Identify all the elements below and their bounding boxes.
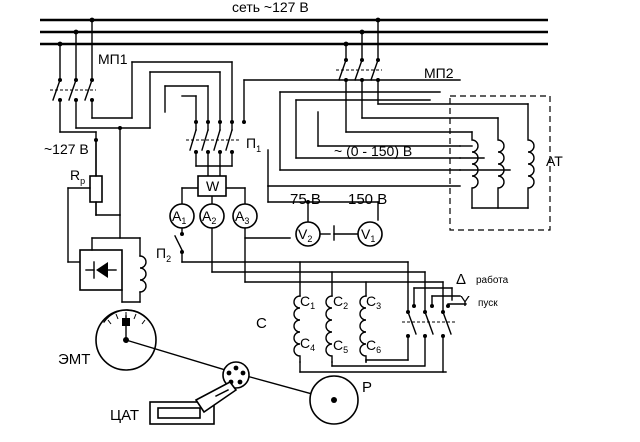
wattmeter-label: W xyxy=(206,178,220,194)
r-label: Р xyxy=(362,379,372,396)
rheostat-rp xyxy=(67,139,103,263)
coil-c2-c5 xyxy=(325,295,333,363)
voltmeter-v2-label: V2 xyxy=(298,226,312,244)
p1-output-wires xyxy=(181,151,246,205)
ammeter-a3-label: A3 xyxy=(235,208,249,226)
autotransformer-box xyxy=(449,95,551,231)
emt-gauge xyxy=(95,309,335,401)
coil-c3-label: C3 xyxy=(366,293,381,311)
emt-label: ЭМТ xyxy=(58,351,90,368)
voltmeter-v1-label: V1 xyxy=(361,226,375,244)
coil-c1-label: C1 xyxy=(300,293,315,311)
wattmeter xyxy=(197,175,227,197)
mp2-label: МП2 xyxy=(424,65,454,81)
delta-label: Δ xyxy=(456,271,466,288)
mp1-switch xyxy=(50,17,96,102)
v127-label: ~127 В xyxy=(44,141,89,157)
autotransformer-coils xyxy=(459,103,535,209)
coil-c6-label: C6 xyxy=(366,337,381,355)
ammeter-a2: A2 xyxy=(199,203,225,229)
star-delta-switch xyxy=(402,261,467,373)
mains-bus xyxy=(40,18,548,46)
c-label: С xyxy=(256,315,267,332)
ammeter-a1-label: A1 xyxy=(172,208,186,226)
ammeter-a2-label: A2 xyxy=(202,208,216,226)
p2-label: П2 xyxy=(156,245,171,264)
winding-frame xyxy=(299,261,447,373)
ammeter-a3: A3 xyxy=(232,203,258,229)
coil-c3-c6 xyxy=(359,295,367,363)
rp-label: Rр xyxy=(70,167,85,186)
rectifier-block xyxy=(79,214,147,303)
coil-c5-label: C5 xyxy=(333,337,348,355)
at-output-wires xyxy=(243,79,461,187)
p2-switch xyxy=(174,227,444,283)
mains-label: сеть ~127 В xyxy=(232,0,309,15)
coil-c2-label: C2 xyxy=(333,293,348,311)
mp1-label: МП1 xyxy=(98,51,128,67)
star-mode-label: пуск xyxy=(478,298,498,309)
v150-label: 150 В xyxy=(348,191,387,208)
p1-label: П1 xyxy=(246,135,261,154)
voltmeter-v2: V2 xyxy=(295,221,321,247)
p1-switch xyxy=(186,120,246,154)
delta-mode-label: работа xyxy=(476,274,509,286)
range-label: ~ (0 - 150) В xyxy=(334,143,412,159)
cat-gauge xyxy=(149,380,238,425)
voltmeter-wires xyxy=(267,185,379,241)
cat-label: ЦАТ xyxy=(110,407,139,424)
star-label: Y xyxy=(460,293,470,310)
coil-c1-c4 xyxy=(293,295,301,363)
coil-c4-label: C4 xyxy=(300,335,315,353)
at-label: АТ xyxy=(546,153,563,169)
ammeter-a1: A1 xyxy=(169,203,195,229)
v75-label: 75 В xyxy=(290,191,321,208)
motor-r xyxy=(309,375,359,425)
voltmeter-v1: V1 xyxy=(357,221,383,247)
